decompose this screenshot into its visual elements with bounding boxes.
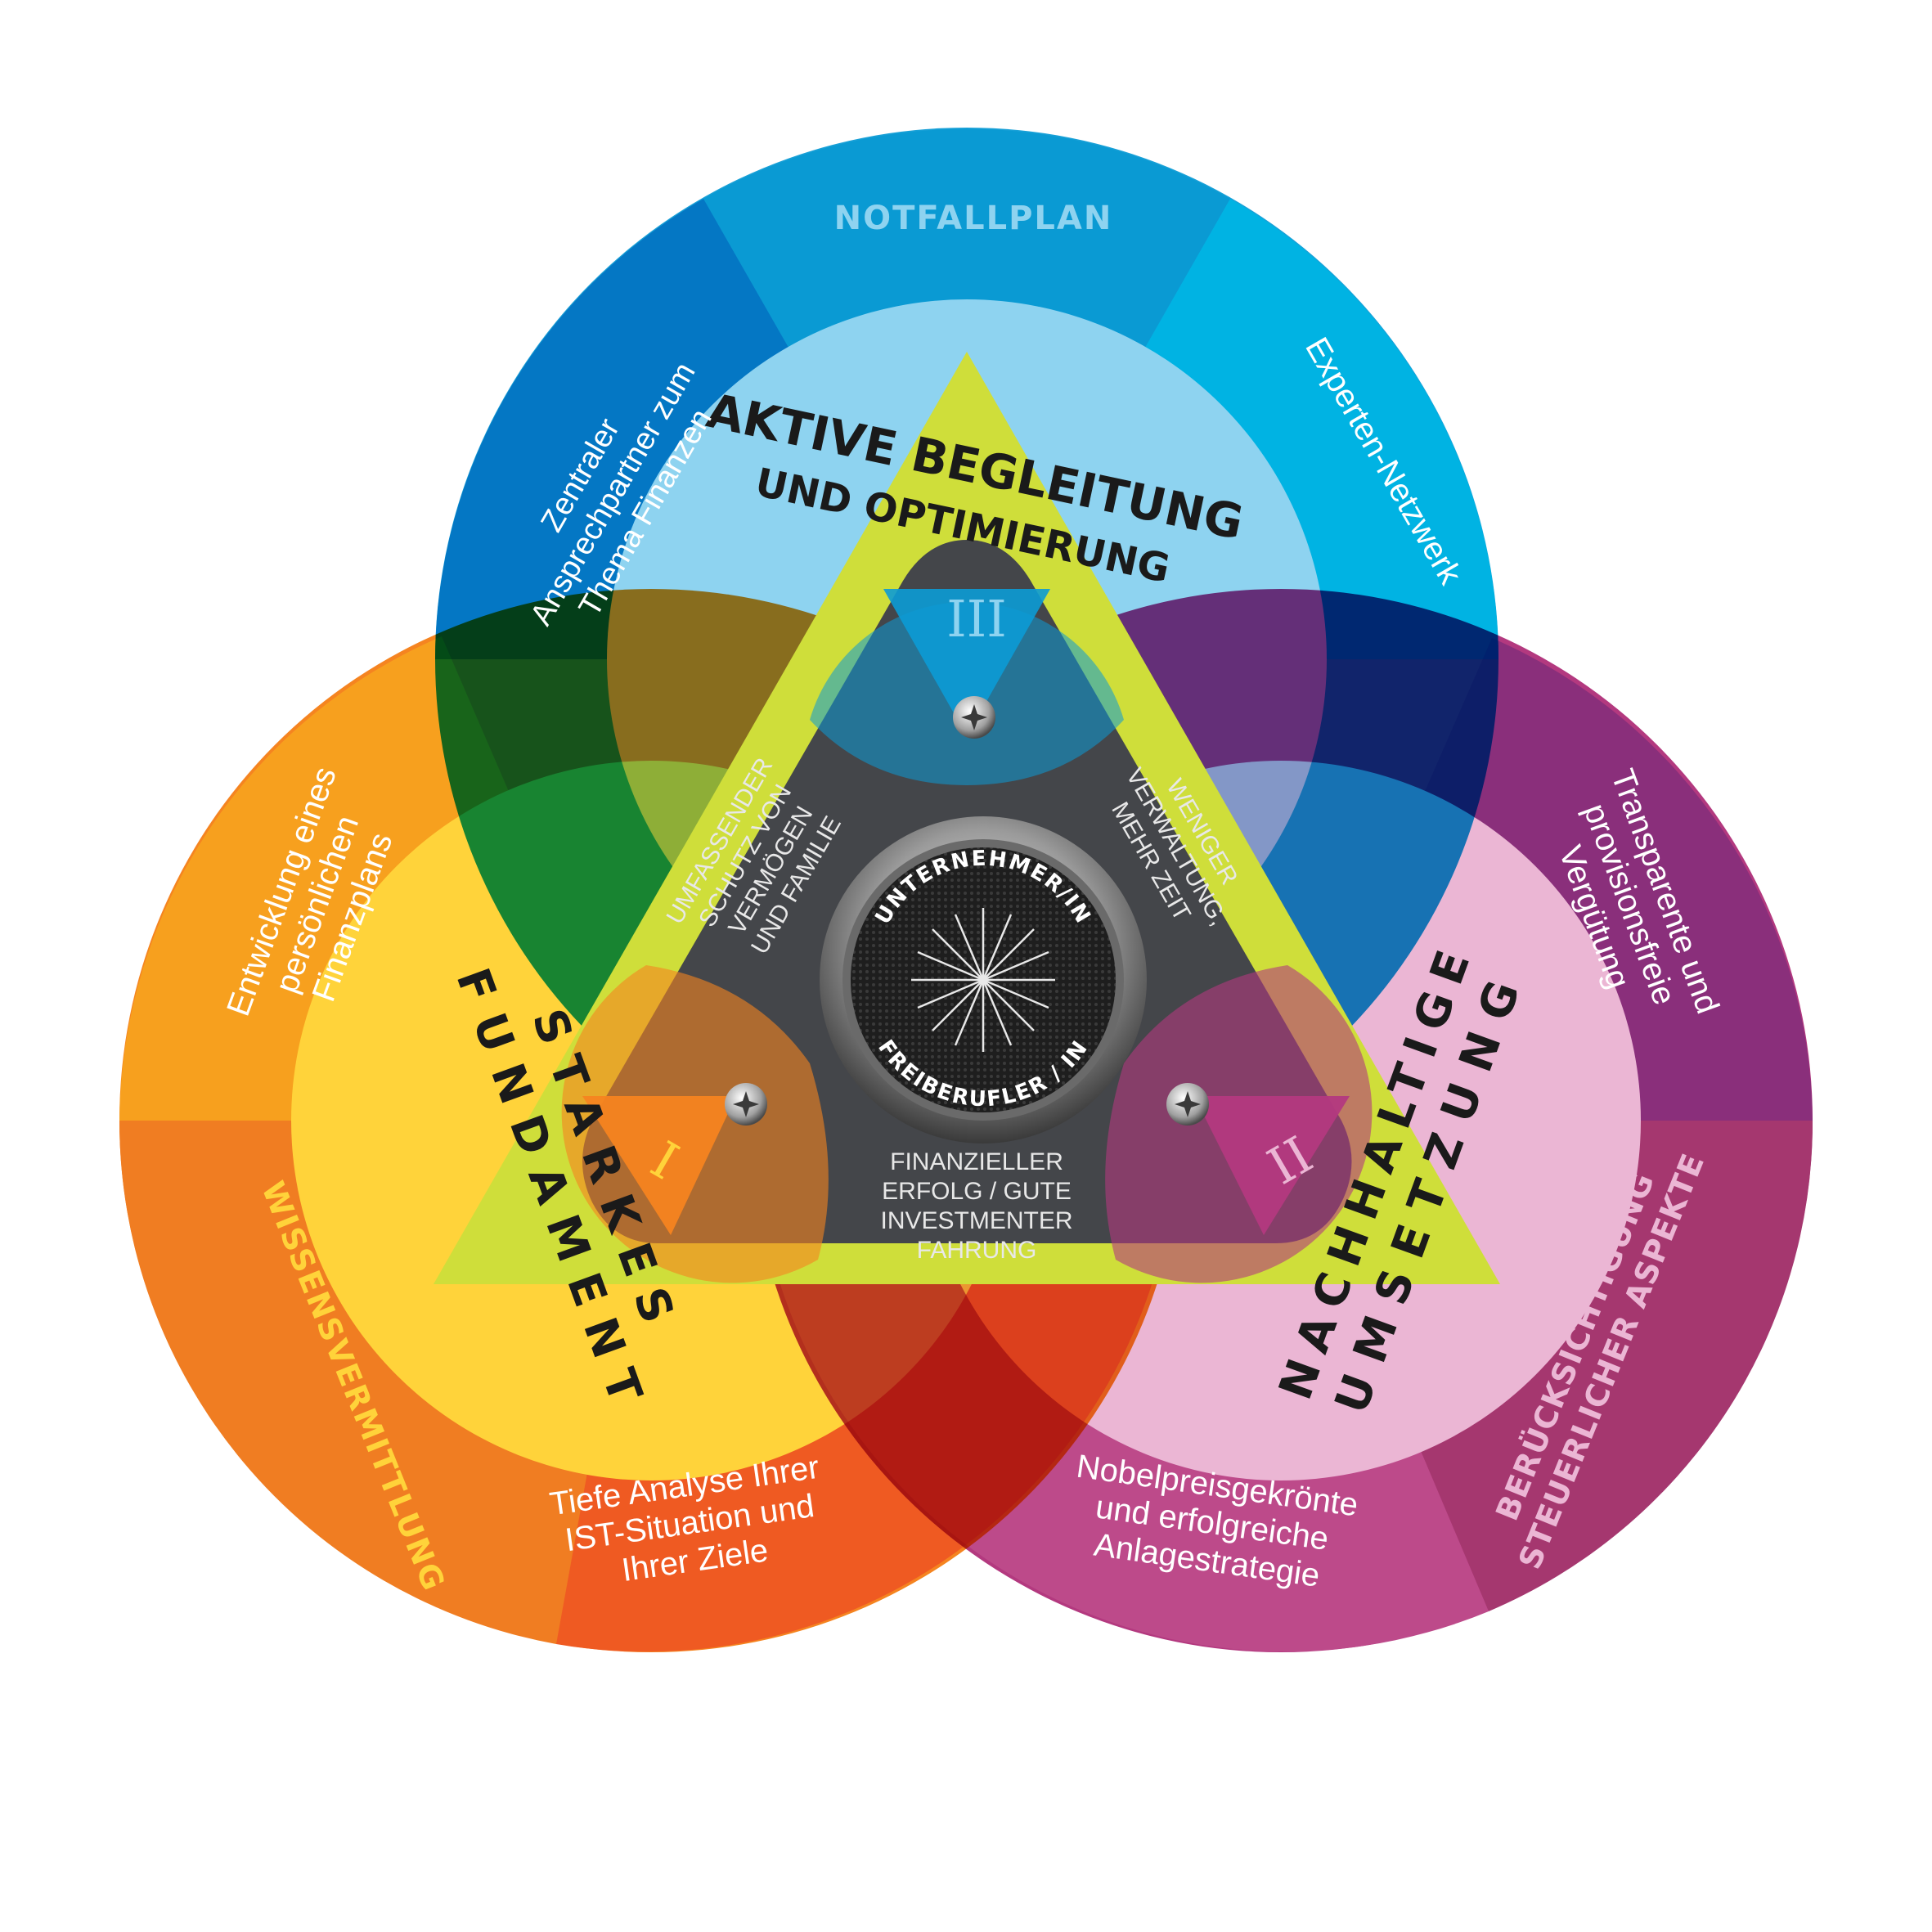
benefit-bottom-line: FAHRUNG (917, 1237, 1037, 1264)
screw-icon (1166, 1083, 1209, 1126)
compass-star-icon (911, 908, 1055, 1052)
screw-icon (725, 1083, 767, 1126)
benefit-bottom: FINANZIELLER ERFOLG / GUTE INVESTMENTER … (880, 1148, 1072, 1264)
benefit-bottom-line: ERFOLG / GUTE (882, 1178, 1072, 1205)
stage-two-wedge (1194, 1096, 1350, 1235)
stage-three-numeral: III (946, 589, 1006, 649)
screw-icon (953, 696, 995, 739)
stage-three-wedge (883, 589, 1050, 736)
stage-one-wedge (582, 1096, 736, 1235)
benefit-bottom-line: INVESTMENTER (880, 1207, 1072, 1234)
center-emblem: UNTERNEHMER/IN FREIBERUFLER / IN (820, 816, 1147, 1143)
benefit-bottom-line: FINANZIELLER (890, 1148, 1063, 1175)
notfallplan-label: NOTFALLPLAN (834, 200, 1113, 237)
